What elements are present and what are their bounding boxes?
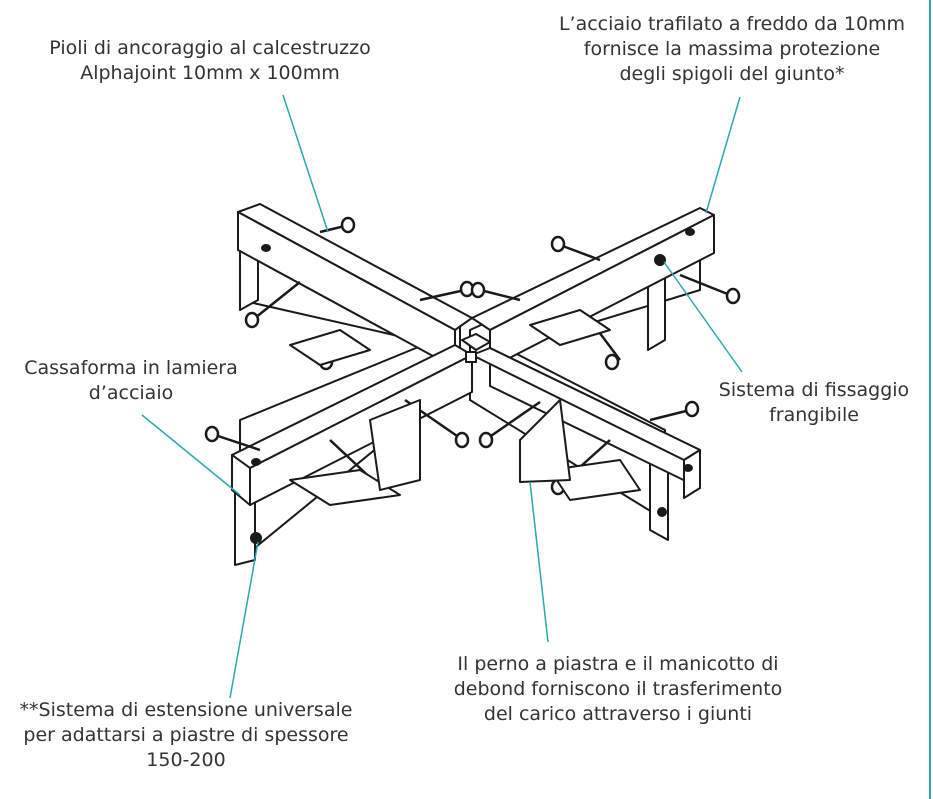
center-block	[461, 333, 491, 363]
label-dowel-line-1: Il perno a piastra e il manicotto di	[457, 653, 779, 675]
label-anchor-pins-line-2: Alphajoint 10mm x 100mm	[80, 62, 340, 84]
label-formwork-line-1: Cassaforma in lamiera	[24, 357, 238, 379]
label-dowel-line-2: debond forniscono il trasferimento	[453, 678, 783, 700]
label-steel-line-1: L’acciaio trafilato a freddo da 10mm	[558, 13, 906, 35]
leader-fixing	[663, 261, 743, 373]
label-formwork-line-2: d’acciaio	[88, 382, 174, 404]
leader-pins	[282, 94, 329, 233]
leader-dowel	[529, 481, 549, 643]
label-extension-line-2: per adattarsi a piastre di spessore	[23, 724, 349, 746]
leader-formwork	[141, 414, 241, 496]
anchor-pins	[204, 216, 741, 496]
label-steel-line-2: fornisce la massima protezione	[583, 38, 881, 60]
label-steel-formwork: Cassaforma in lamiera d’acciaio	[0, 356, 262, 406]
label-fixing-line-1: Sistema di fissaggio	[718, 379, 910, 401]
steel-rail-arm-se	[471, 347, 701, 499]
label-steel-line-3: degli spigoli del giunto*	[619, 63, 845, 85]
label-anchor-pins-line-1: Pioli di ancoraggio al calcestruzzo	[49, 37, 371, 59]
label-extension-system: **Sistema di estensione universale per a…	[0, 698, 372, 773]
label-frangible-fixing: Sistema di fissaggio frangibile	[700, 378, 928, 428]
page-border	[929, 0, 931, 799]
label-plate-dowel: Il perno a piastra e il manicotto di deb…	[428, 652, 808, 727]
label-extension-line-3: 150-200	[146, 749, 226, 771]
label-anchor-pins: Pioli di ancoraggio al calcestruzzo Alph…	[20, 36, 400, 86]
leader-steel	[705, 96, 741, 214]
label-fixing-line-2: frangibile	[769, 404, 859, 426]
plate-dowels	[289, 309, 641, 506]
leader-extension	[229, 541, 259, 699]
label-dowel-line-3: del carico attraverso i giunti	[483, 703, 753, 725]
bolt-holes	[250, 228, 695, 544]
label-cold-drawn-steel: L’acciaio trafilato a freddo da 10mm for…	[532, 12, 932, 87]
label-extension-line-1: **Sistema di estensione universale	[19, 699, 353, 721]
